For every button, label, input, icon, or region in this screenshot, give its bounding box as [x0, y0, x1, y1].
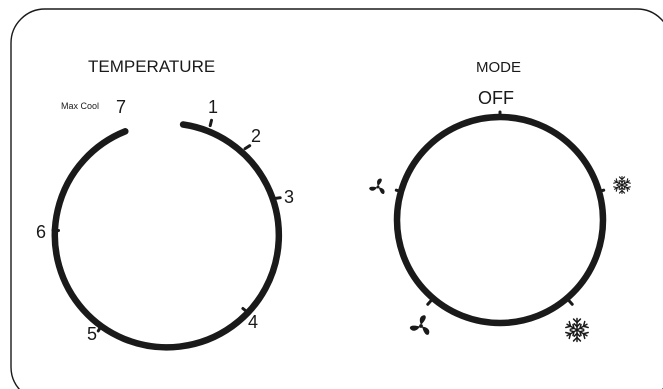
temperature-label-5: 5	[87, 324, 97, 344]
mode-title: MODE	[476, 59, 521, 76]
mode-tick-fan-low	[394, 188, 403, 194]
temperature-tick-1	[208, 118, 213, 128]
temperature-ticks	[51, 118, 282, 333]
mode-off-label: OFF	[478, 88, 514, 108]
fan-small-icon	[368, 178, 386, 195]
temperature-dial[interactable]	[51, 121, 283, 351]
temperature-label-3: 3	[284, 187, 294, 207]
snowflake-large-icon	[565, 319, 588, 342]
temperature-label-4: 4	[248, 312, 258, 332]
temperature-label-2: 2	[251, 126, 261, 146]
temperature-section: TEMPERATURE 1 2 3 4 5 6 7 Max Cool	[36, 57, 294, 351]
mode-section: MODE OFF	[368, 59, 631, 342]
temperature-tick-4	[241, 307, 249, 314]
temperature-tick-3	[273, 196, 282, 200]
temperature-tick-5	[96, 324, 103, 333]
temperature-max-cool-label: Max Cool	[61, 101, 99, 111]
mode-tick-fan-high	[426, 298, 433, 306]
temperature-label-1: 1	[208, 97, 218, 117]
temperature-title: TEMPERATURE	[88, 57, 215, 76]
mode-tick-cool-low	[597, 188, 606, 194]
snowflake-small-icon	[613, 177, 630, 194]
mode-dial[interactable]	[393, 113, 607, 327]
temperature-label-6: 6	[36, 222, 46, 242]
panel-border	[10, 8, 663, 389]
temperature-label-7: 7	[116, 97, 126, 117]
mode-tick-cool-high	[567, 298, 574, 306]
fan-large-icon	[409, 315, 431, 336]
mode-ticks	[394, 110, 606, 306]
temperature-tick-2	[243, 144, 252, 151]
